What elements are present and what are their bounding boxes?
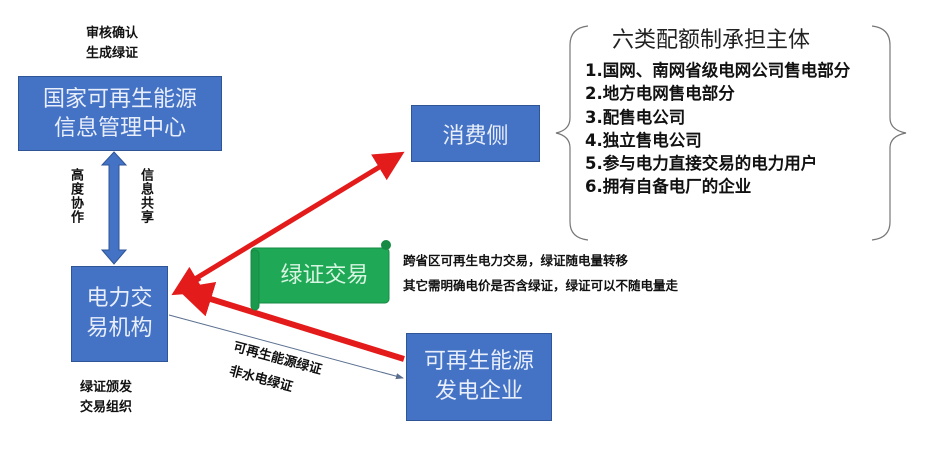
info-sharing-label: 信息共享: [138, 168, 153, 224]
generator-line2: 发电企业: [434, 379, 523, 404]
trading-institution-box[interactable]: 电力交易机构: [71, 266, 168, 362]
list-item: 6.拥有自备电厂的企业: [585, 177, 752, 197]
top-note-line1: 审核确认: [86, 26, 139, 41]
arrow-trading-head: [171, 266, 205, 296]
trading-note-line1: 绿证颁发: [80, 380, 133, 395]
trading-line2: 易机构: [86, 316, 153, 341]
green-cert-scroll: [250, 240, 391, 311]
arrow-generator-to-trading: [176, 281, 405, 362]
obligated-entities-title: 六类配额制承担主体: [612, 28, 811, 53]
generator-line1: 可再生能源: [423, 349, 534, 374]
obligated-entities-list: 1.国网、南网省级电网公司售电部分 2.地方电网售电部分 3.配售电公司 4.独…: [585, 59, 850, 199]
list-item: 5.参与电力直接交易的电力用户: [585, 154, 818, 174]
consumer-side-box[interactable]: 消费侧: [411, 105, 540, 162]
list-item: 1.国网、南网省级电网公司售电部分: [585, 61, 851, 80]
trade-note-line1: 跨省区可再生电力交易，绿证随电量转移: [403, 253, 629, 268]
double-arrow-coordination: [100, 151, 128, 265]
trade-notes: 跨省区可再生电力交易，绿证随电量转移 其它需明确电价是否含绿证，绿证可以不随电量…: [403, 248, 678, 298]
trading-note: 绿证颁发 交易组织: [80, 378, 132, 418]
list-item: 2.地方电网售电部分: [585, 84, 735, 104]
trade-note-line2: 其它需明确电价是否含绿证，绿证可以不随电量走: [403, 278, 679, 293]
generator-box[interactable]: 可再生能源发电企业: [406, 333, 552, 421]
green-cert-label: 绿证交易: [280, 263, 369, 288]
trading-note-line2: 交易组织: [80, 400, 133, 415]
arrow-trading-to-consumer: [188, 151, 405, 285]
list-item: 3.配售电公司: [585, 107, 686, 127]
list-item: 4.独立售电公司: [585, 130, 702, 150]
consumer-label: 消费侧: [442, 123, 509, 149]
left-brace: [555, 25, 589, 241]
info-center-line2: 信息管理中心: [53, 115, 186, 141]
right-brace: [871, 25, 907, 241]
arrow-cert-issue: [168, 314, 404, 380]
info-center-box[interactable]: 国家可再生能源信息管理中心: [18, 76, 222, 151]
top-note: 审核确认 生成绿证: [86, 24, 138, 64]
info-center-line1: 国家可再生能源: [42, 86, 197, 112]
coordination-label: 高度协作: [68, 168, 83, 224]
trading-line1: 电力交: [86, 286, 153, 311]
top-note-line2: 生成绿证: [86, 46, 139, 61]
